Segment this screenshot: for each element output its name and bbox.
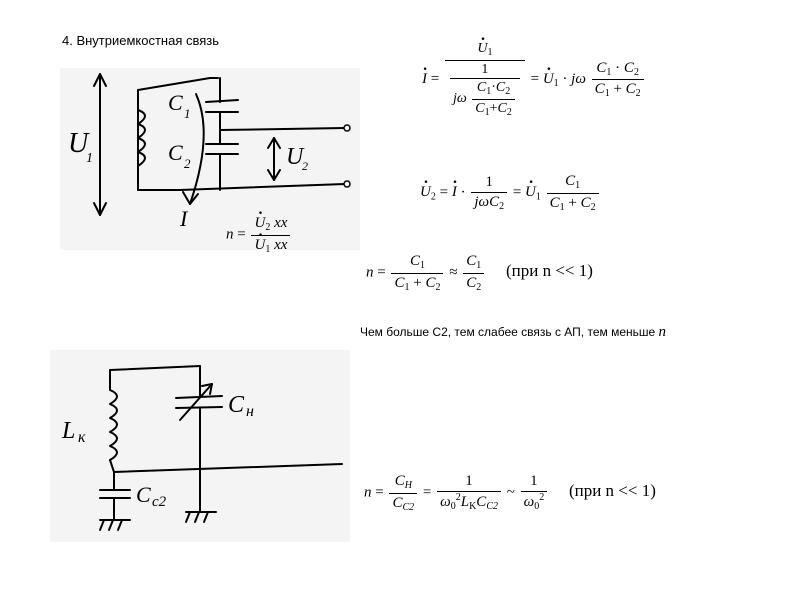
svg-text:c2: c2 [152,494,167,510]
cn-label: C [228,392,245,418]
caption-var: n [658,324,667,340]
svg-text:1: 1 [184,106,191,121]
equation-n-xx: n = U2 xxU1 xx [226,204,292,256]
c2-label: C [168,140,183,165]
condition-final: (при n << 1) [568,481,656,501]
svg-text:1: 1 [86,151,93,166]
c1-label: C [168,90,183,115]
caption-main: Чем больше C2, тем слабее связь с АП, те… [360,325,659,339]
u2-label: U [286,144,305,170]
svg-text:к: к [78,429,86,446]
svg-text:2: 2 [302,159,308,173]
svg-text:2: 2 [184,156,191,171]
current-label: I [179,206,189,231]
section-heading: 4. Внутриемкостная связь [62,33,220,48]
cc2-label: C [136,482,151,507]
u1-label: U [68,128,90,159]
condition-approx: (при n << 1) [505,261,593,281]
svg-text:н: н [246,403,254,420]
bottom-circuit-schematic: L к C н C c2 [50,350,350,542]
lk-label: L [61,418,75,444]
top-circuit-schematic: U 1 C 1 C 2 I U 2 [60,68,360,250]
caption-text: Чем больше C2, тем слабее связь с АП, те… [360,324,666,341]
